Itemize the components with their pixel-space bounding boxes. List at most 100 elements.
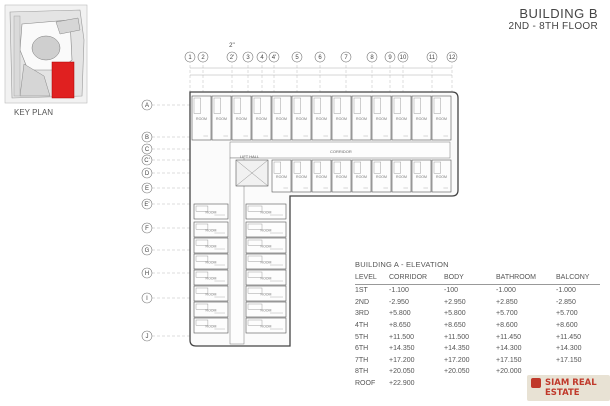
grid-bubble-col: [340, 51, 352, 63]
grid-bubble-col: [242, 51, 254, 63]
elevation-cell: -100: [444, 287, 459, 295]
grid-label-col: 3: [246, 55, 250, 61]
grid-bubble-col: [291, 51, 303, 63]
room-label: ROOM: [206, 325, 217, 329]
elevation-cell: +20.050: [444, 368, 470, 376]
room: ROOM: [245, 221, 287, 238]
grid-label-col: 5: [295, 55, 299, 61]
elevation-table: LEVEL CORRIDOR BODY BATHROOM BALCONY 1ST…: [355, 274, 600, 389]
room: ROOM: [311, 95, 332, 141]
grid-bubble-col: [197, 51, 209, 63]
room: ROOM: [291, 95, 312, 141]
elevation-cell: -1.000: [496, 287, 516, 295]
grid-bubble-col: [226, 51, 238, 63]
key-plan-label: KEY PLAN: [14, 108, 53, 117]
grid-bubble-row: [141, 131, 153, 143]
grid-label-col: 2': [230, 55, 234, 61]
room: ROOM: [245, 301, 287, 318]
elevation-cell: 2ND: [355, 298, 370, 306]
room-label: ROOM: [376, 117, 387, 121]
grid-bubble-row: [141, 154, 153, 166]
room-label: ROOM: [396, 117, 407, 121]
grid-label-row: E': [144, 202, 149, 208]
grid-label-row: J: [146, 334, 149, 340]
room-label: ROOM: [206, 261, 217, 265]
room-label: ROOM: [206, 211, 217, 215]
grid-label-col: 12: [449, 55, 456, 61]
grid-bubble-col: [314, 51, 326, 63]
room: ROOM: [193, 253, 229, 270]
room: ROOM: [193, 317, 229, 334]
room: ROOM: [351, 159, 372, 193]
house-icon: [531, 378, 541, 388]
grid-label-col: 10: [400, 55, 407, 61]
sheet-title: BUILDING B 2ND - 8TH FLOOR: [508, 6, 598, 32]
room: ROOM: [331, 159, 352, 193]
room-label: ROOM: [216, 117, 227, 121]
watermark-logo: SIAM REAL ESTATE: [527, 375, 610, 401]
grid-bubble-col: [256, 51, 268, 63]
elevation-cell: +17.150: [556, 356, 582, 364]
watermark-text: SIAM REAL ESTATE: [545, 378, 597, 398]
room: ROOM: [411, 95, 432, 141]
elevation-title: BUILDING A - ELEVATION: [355, 260, 449, 269]
elevation-row: 3RD+5.800+5.800+5.700+5.700: [355, 308, 600, 320]
grid-bubble-row: [141, 143, 153, 155]
elevation-cell: +20.000: [496, 368, 522, 376]
room-label: ROOM: [316, 117, 327, 121]
elevation-cell: [444, 378, 496, 390]
corridor: CORRIDOR: [229, 141, 451, 345]
elevation-cell: -2.850: [556, 298, 576, 306]
room: ROOM: [193, 221, 229, 238]
room-label: ROOM: [261, 211, 272, 215]
room: ROOM: [211, 95, 232, 141]
col-bathroom: BATHROOM: [496, 274, 556, 285]
grid-bubble-row: [141, 198, 153, 210]
room: ROOM: [245, 253, 287, 270]
room-label: ROOM: [236, 117, 247, 121]
room-label: ROOM: [196, 117, 207, 121]
grid-label-row: C: [145, 147, 150, 153]
grid-label-col: 11: [429, 55, 436, 61]
room: ROOM: [193, 301, 229, 318]
elevation-cell: 3RD: [355, 310, 370, 318]
elevation-cell: +14.350: [389, 345, 415, 353]
room: ROOM: [245, 203, 287, 220]
room-label: ROOM: [206, 293, 217, 297]
room: ROOM: [245, 317, 287, 334]
grid-label-col: 9: [388, 55, 392, 61]
elevation-cell: 4TH: [355, 322, 369, 330]
elevation-cell: +11.500: [444, 333, 469, 341]
grid-bubble-col: [366, 51, 378, 63]
lift-hall-label: LIFT HALL: [240, 154, 260, 159]
room-label: ROOM: [261, 293, 272, 297]
room-label: ROOM: [336, 117, 347, 121]
grid-label-row: D: [145, 171, 150, 177]
room: ROOM: [251, 95, 272, 141]
elevation-cell: +8.650: [444, 322, 466, 330]
elevation-table-block: BUILDING A - ELEVATION LEVEL CORRIDOR BO…: [355, 260, 605, 389]
elevation-cell: +14.300: [496, 345, 522, 353]
elevation-cell: +11.450: [496, 333, 521, 341]
room-label: ROOM: [356, 117, 367, 121]
room-label: ROOM: [396, 175, 407, 179]
elevation-row: 4TH+8.650+8.650+8.600+8.600: [355, 320, 600, 332]
grid-label-col: 8: [370, 55, 374, 61]
room: ROOM: [331, 95, 352, 141]
room-label: ROOM: [261, 277, 272, 281]
grid-label-col: 2: [201, 55, 205, 61]
room: ROOM: [245, 269, 287, 286]
grid-bubble-row: [141, 292, 153, 304]
elevation-cell: +20.050: [389, 368, 415, 376]
grid-label-row: G: [145, 248, 150, 254]
elevation-cell: +2.950: [444, 298, 466, 306]
key-plan-map: [4, 4, 88, 104]
room-label: ROOM: [206, 229, 217, 233]
elevation-cell: -1.100: [389, 287, 409, 295]
grid-bubble-col: [384, 51, 396, 63]
room-label: ROOM: [296, 175, 307, 179]
elevation-row: 6TH+14.350+14.350+14.300+14.300: [355, 343, 600, 355]
grid-label-row: B: [145, 135, 149, 141]
